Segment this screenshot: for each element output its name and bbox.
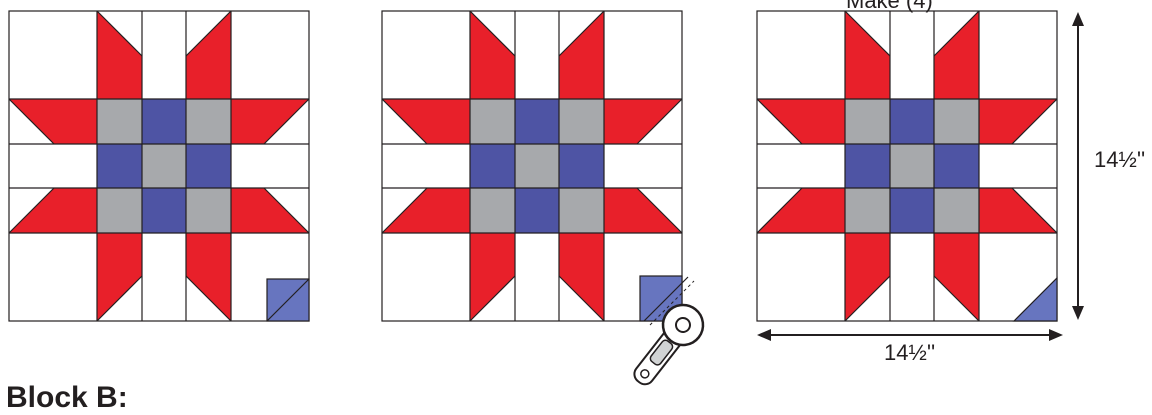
block-finished: [757, 11, 1057, 321]
width-dimension-label: 14½'': [884, 340, 935, 366]
height-dimension-label: 14½'': [1094, 147, 1145, 173]
block-step-2: [382, 11, 694, 325]
section-heading: Block B:: [6, 381, 128, 415]
make-quantity-label: Make (4): [846, 0, 933, 14]
block-step-1: [9, 11, 309, 321]
corner-square-step-1: [267, 279, 309, 321]
